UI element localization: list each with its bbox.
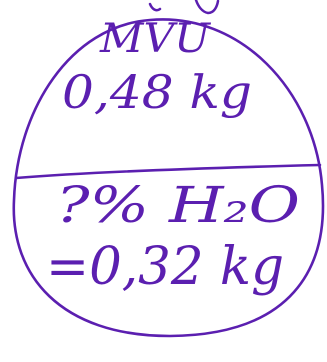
bottom-value-mass: =0,32 kg (46, 237, 284, 297)
divider-line (14, 163, 322, 180)
egg-outline (12, 18, 325, 338)
bottom-label-water-percent: ?% H₂O (56, 176, 300, 234)
top-label-mvu: MVU (99, 16, 211, 62)
top-edge-scribble (148, 0, 220, 15)
top-value-mass: 0,48 kg (62, 65, 252, 119)
